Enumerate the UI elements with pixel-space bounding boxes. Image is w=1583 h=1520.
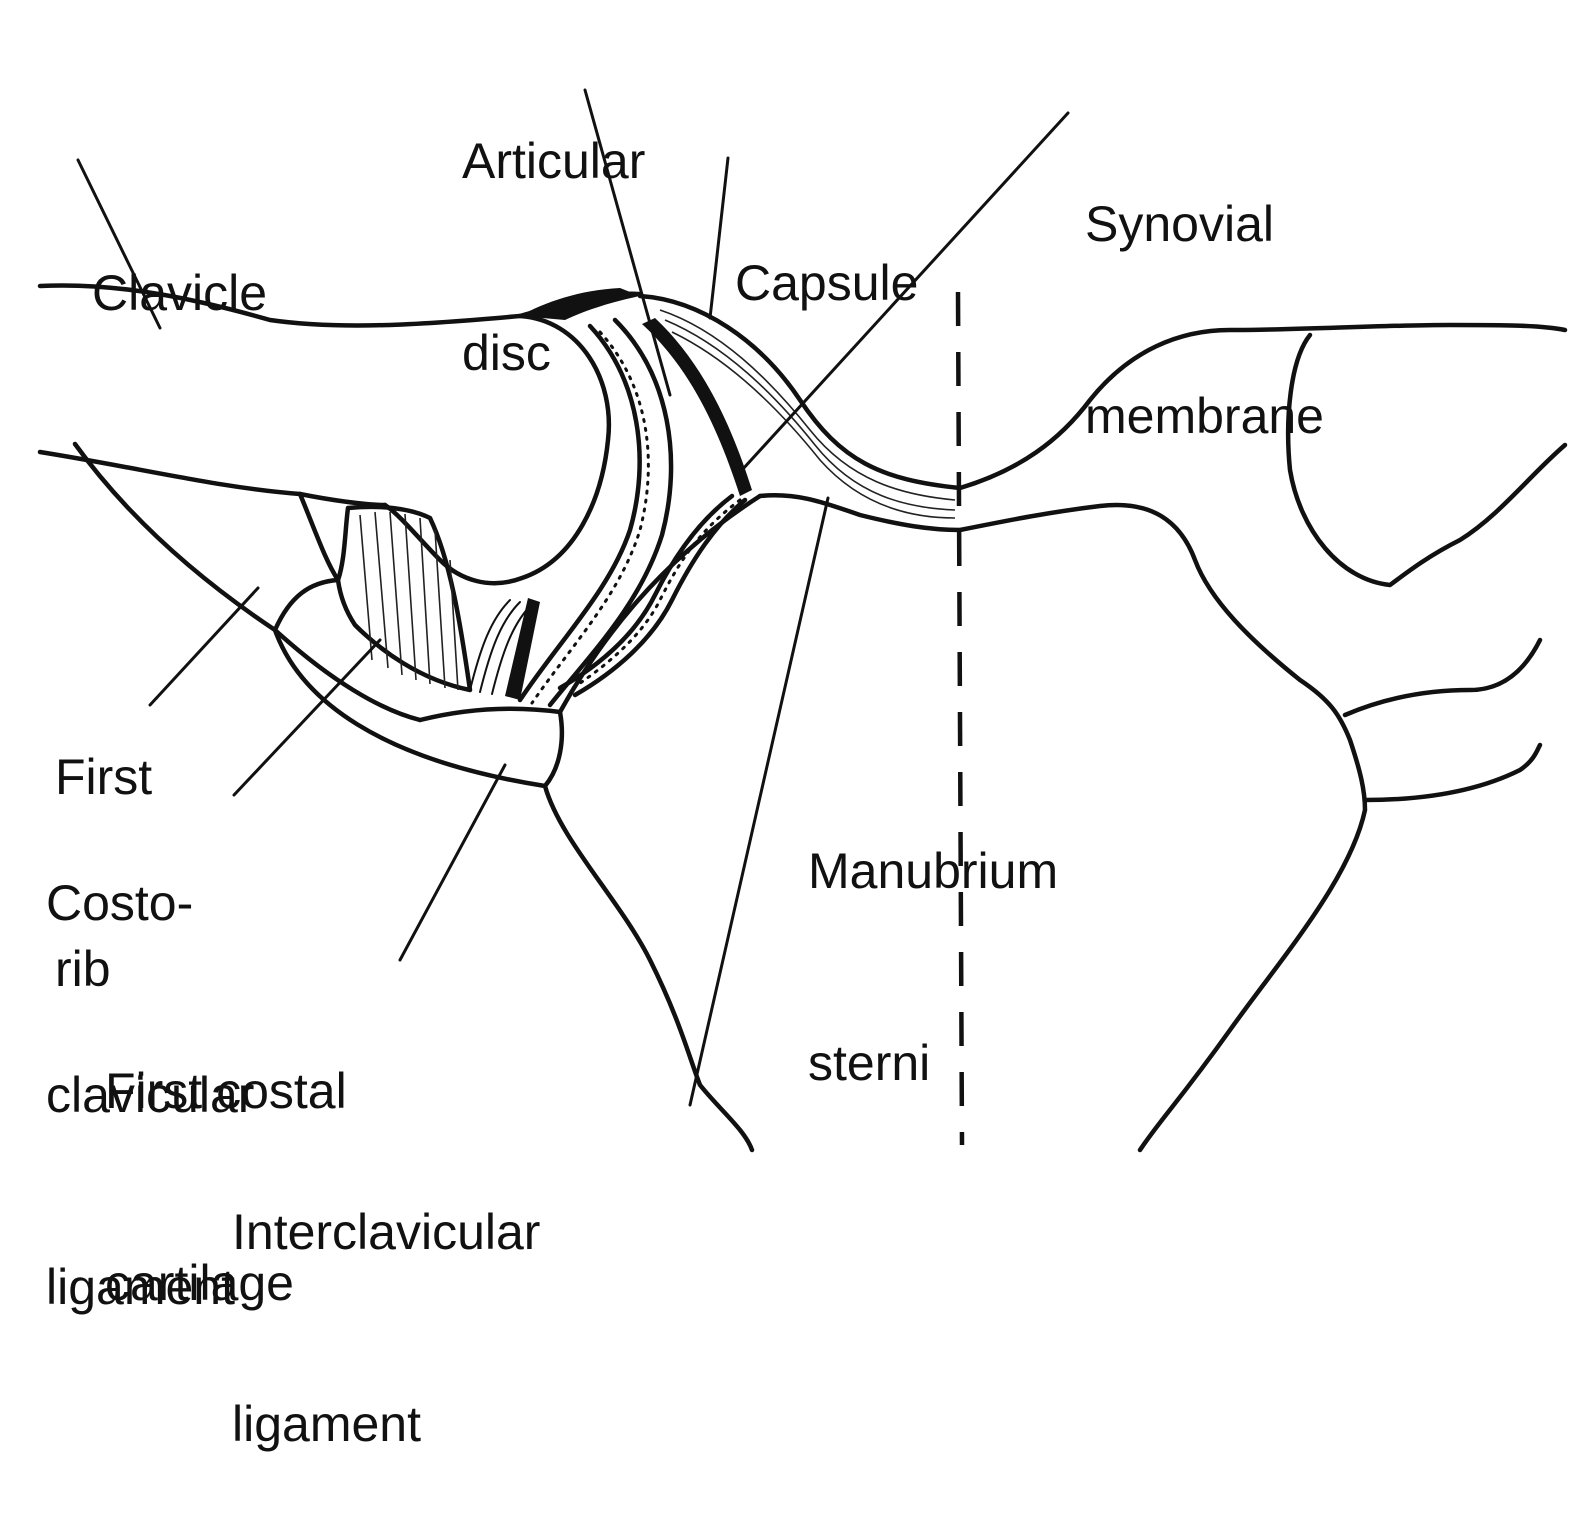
leader-lines xyxy=(76,88,1070,1107)
label-first-costal-cartilage-line-1: First costal xyxy=(105,1063,347,1119)
leader-first-costal-cartilage xyxy=(398,763,507,962)
label-articular-disc: Articular disc xyxy=(462,1,645,449)
clavicle-shape xyxy=(37,283,643,586)
midline-dashed-line xyxy=(955,291,965,1146)
leader-manubrium-sterni xyxy=(688,496,830,1107)
leader-capsule xyxy=(708,156,730,320)
costoclavicular-ligament-shape xyxy=(335,504,473,693)
label-interclavicular-ligament: Interclavicular ligament xyxy=(232,1072,540,1520)
label-costoclavicular-ligament-line-1: Costo- xyxy=(46,875,194,931)
label-manubrium-sterni: Manubrium sterni xyxy=(808,711,1058,1159)
label-clavicle: Clavicle xyxy=(92,133,267,389)
leader-first-rib xyxy=(148,586,260,707)
label-interclavicular-ligament-line-1: Interclavicular xyxy=(232,1204,541,1260)
label-capsule: Capsule xyxy=(735,123,918,379)
label-synovial-membrane-line-1: Synovial xyxy=(1085,196,1274,252)
label-first-rib-line-1: First xyxy=(55,749,153,805)
label-interclavicular-ligament-line-2: ligament xyxy=(232,1396,421,1452)
label-articular-disc-line-2: disc xyxy=(462,325,551,381)
label-costoclavicular-ligament-line-2: clavicular xyxy=(46,1067,255,1123)
leader-clavicle xyxy=(76,158,162,330)
first-costal-cartilage-shape xyxy=(272,627,565,789)
label-clavicle-line-1: Clavicle xyxy=(92,265,268,321)
label-first-rib: First rib xyxy=(55,617,152,1065)
label-capsule-line-1: Capsule xyxy=(735,255,919,311)
articular-disc-shape xyxy=(469,317,674,708)
leader-articular-disc xyxy=(583,88,672,397)
label-articular-disc-line-1: Articular xyxy=(462,133,646,189)
label-synovial-membrane: Synovial membrane xyxy=(1085,64,1324,512)
label-synovial-membrane-line-2: membrane xyxy=(1085,388,1324,444)
label-manubrium-sterni-line-2: sterni xyxy=(808,1035,931,1091)
leader-synovial-membrane xyxy=(740,111,1070,472)
sternoclavicular-joint-diagram xyxy=(37,88,1568,1153)
label-first-rib-line-2: rib xyxy=(55,941,111,997)
manubrium-sterni-shape xyxy=(542,322,1568,1153)
leader-costoclavicular-ligament xyxy=(232,638,382,797)
label-manubrium-sterni-line-1: Manubrium xyxy=(808,843,1059,899)
